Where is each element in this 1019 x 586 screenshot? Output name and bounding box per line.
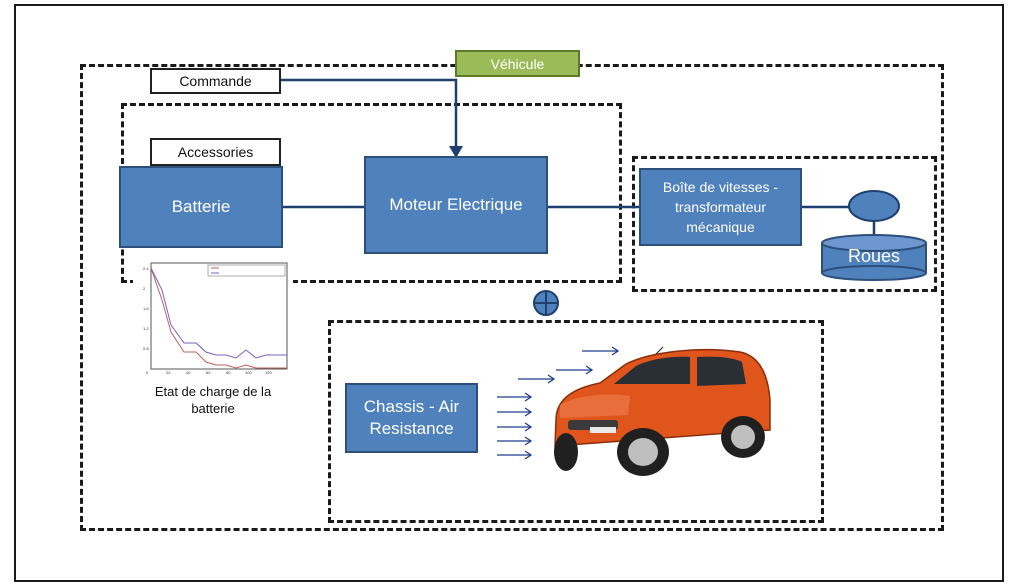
batterie-box: Batterie <box>119 166 283 248</box>
chassis-group <box>328 320 824 523</box>
svg-text:20: 20 <box>166 370 171 375</box>
series-charge-line <box>150 267 287 359</box>
svg-text:0: 0 <box>146 370 149 375</box>
svg-text:2: 2 <box>143 286 146 291</box>
transmission-group <box>632 156 937 292</box>
vehicule-tag: Véhicule <box>455 50 580 77</box>
moteur-label: Moteur Electrique <box>389 195 523 214</box>
svg-text:1.2: 1.2 <box>143 326 149 331</box>
chart-caption: Etat de charge de la batterie <box>128 383 298 417</box>
series-discharge-line <box>150 267 287 369</box>
wheel-hub-icon <box>848 190 900 222</box>
plus-circle-icon <box>533 290 559 316</box>
boite-label-line1: Boîte de vitesses - <box>662 179 779 195</box>
svg-text:60: 60 <box>206 370 211 375</box>
chassis-label-line2: Resistance <box>369 419 454 438</box>
caption-line1: Etat de charge de la <box>154 384 272 399</box>
commande-tag: Commande <box>150 68 281 94</box>
roues-label: Roues <box>847 246 901 266</box>
boite-label-line3: mécanique <box>686 219 755 235</box>
caption-line2: batterie <box>191 401 235 416</box>
commande-label: Commande <box>179 73 252 89</box>
chassis-box: Chassis - Air Resistance <box>345 383 478 453</box>
chassis-label-line1: Chassis - Air <box>363 397 460 416</box>
moteur-box: Moteur Electrique <box>364 156 548 254</box>
svg-text:1.6: 1.6 <box>143 306 149 311</box>
accessories-label: Accessories <box>177 144 254 160</box>
roues-cylinder <box>821 234 927 281</box>
command-arrowhead <box>449 146 463 158</box>
svg-text:40: 40 <box>186 370 191 375</box>
batterie-label: Batterie <box>171 197 231 216</box>
svg-text:120: 120 <box>265 370 272 375</box>
wind-arrows-icon <box>497 346 620 460</box>
boite-label-line2: transformateur <box>674 199 767 215</box>
diagram-frame <box>14 4 1004 582</box>
command-connector <box>280 78 458 150</box>
boite-box: Boîte de vitesses - transformateur mécan… <box>639 168 802 246</box>
svg-text:80: 80 <box>226 370 231 375</box>
soc-resistance-chart: 2.4 2 1.6 1.2 0.8 0 20 40 60 80 100 120 <box>133 257 293 377</box>
svg-text:2.4: 2.4 <box>143 266 149 271</box>
accessories-tag: Accessories <box>150 138 281 166</box>
svg-text:100: 100 <box>245 370 252 375</box>
car-icon <box>554 346 771 476</box>
svg-text:0.8: 0.8 <box>143 346 149 351</box>
vehicule-label: Véhicule <box>490 55 545 72</box>
